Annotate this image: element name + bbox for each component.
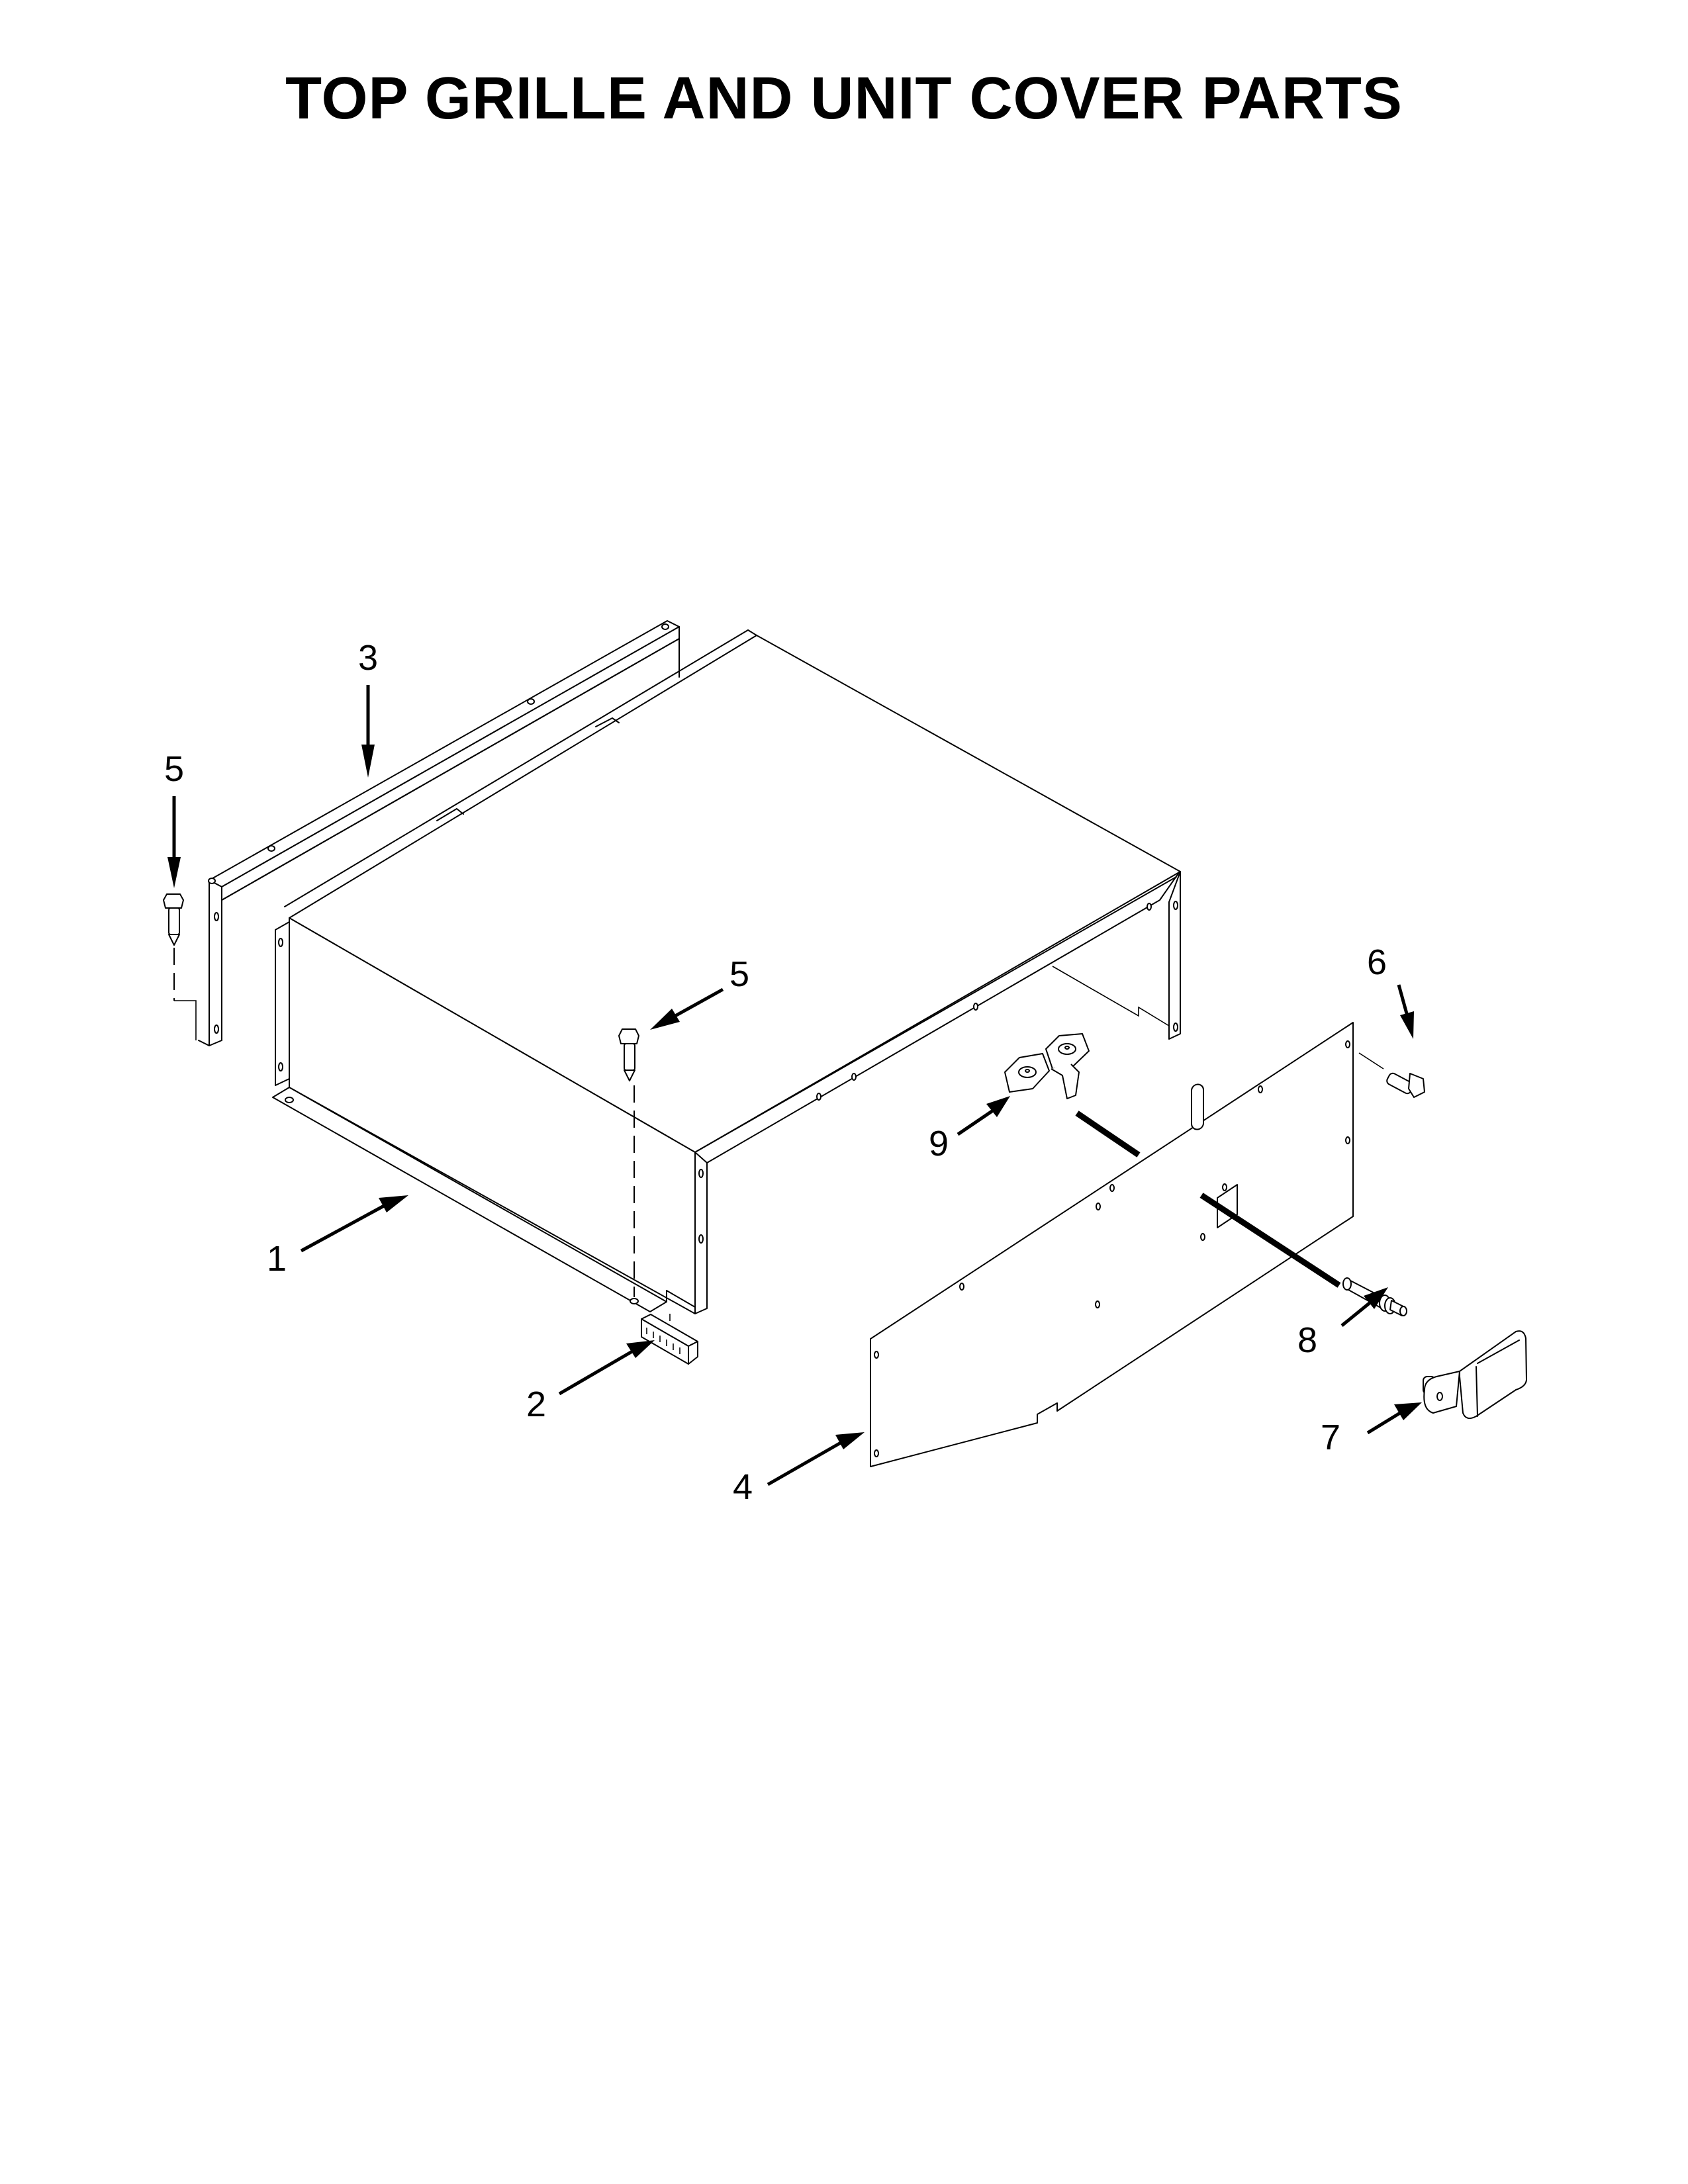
- screw-left-part: [163, 893, 197, 1040]
- callout-5-left: 5: [164, 749, 184, 888]
- top-grille-part: [198, 620, 680, 1046]
- callout-9: 7: [1321, 1402, 1422, 1457]
- back-panel-part: [870, 1022, 1354, 1467]
- bracket-part: [641, 1314, 698, 1365]
- callout-label-7: 8: [1297, 1320, 1317, 1360]
- screw-center-part: [618, 1028, 639, 1297]
- callout-label-6: 6: [1367, 942, 1387, 982]
- callout-7: 8: [1297, 1287, 1388, 1360]
- callout-3: 3: [358, 638, 378, 778]
- callout-label-9: 7: [1321, 1418, 1340, 1457]
- callout-label-4: 4: [733, 1467, 753, 1507]
- callout-1: 1: [267, 1195, 408, 1279]
- knob-cover-part: [1423, 1330, 1527, 1420]
- hinge-bracket-part: [1004, 1033, 1090, 1099]
- callout-label-2: 2: [526, 1385, 546, 1424]
- callout-label-5-left: 5: [164, 749, 184, 789]
- page-title: TOP GRILLE AND UNIT COVER PARTS: [285, 66, 1403, 132]
- callout-label-1: 1: [267, 1239, 287, 1279]
- callout-label-3: 3: [358, 638, 378, 678]
- screw-right-part: [1358, 1052, 1425, 1098]
- callout-2: 2: [526, 1340, 655, 1424]
- callout-label-8: 9: [929, 1124, 949, 1163]
- unit-cover-part: [272, 629, 1181, 1314]
- callout-label-5-center: 5: [729, 954, 749, 994]
- callout-4: 4: [733, 1432, 865, 1507]
- callout-8: 9: [929, 1096, 1010, 1163]
- callout-5-center: 5: [650, 954, 749, 1030]
- callout-6: 6: [1367, 942, 1414, 1039]
